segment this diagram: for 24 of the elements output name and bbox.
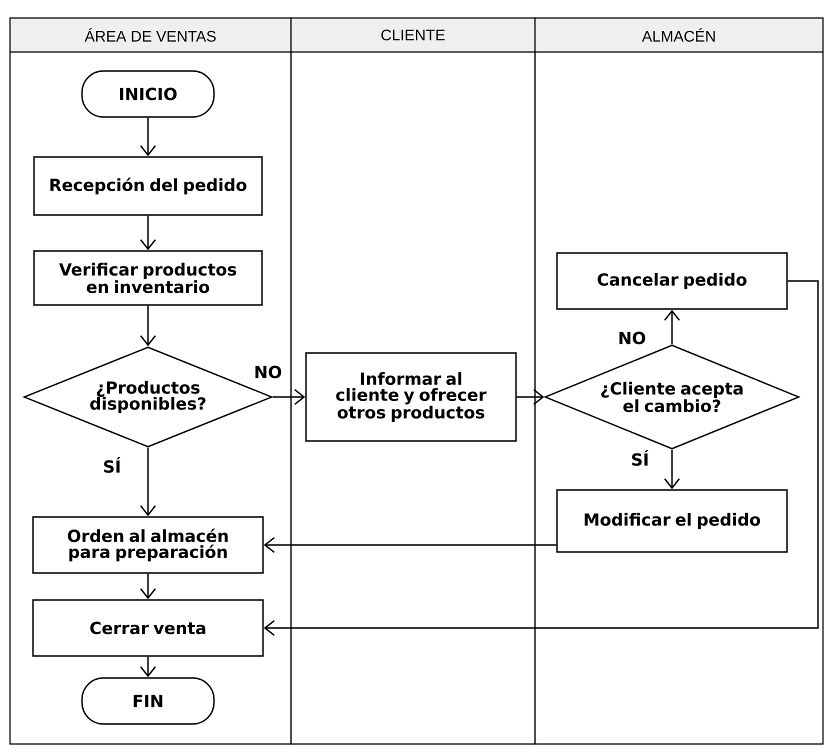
process-box: Modificar el pedido — [556, 489, 788, 553]
arrow — [264, 280, 819, 636]
process-box: Recepción del pedido — [33, 156, 263, 216]
process-box: Cerrar venta — [32, 599, 264, 657]
terminal-box: FIN — [81, 677, 215, 725]
process-box: Informar al cliente y ofrecer otros productos — [305, 352, 517, 442]
arrow — [264, 537, 556, 553]
arrow — [272, 389, 306, 405]
arrow — [140, 306, 156, 346]
terminal-box: INICIO — [81, 70, 215, 118]
edge-label: SÍ — [630, 448, 650, 468]
process-box: Orden al almacén para preparación — [32, 516, 264, 574]
arrow — [140, 656, 156, 678]
process-box: Verificar productos en inventario — [33, 250, 263, 306]
process-box: Cancelar pedido — [556, 252, 788, 310]
edge-label: NO — [616, 330, 648, 346]
arrow — [516, 389, 544, 405]
edge-label: SÍ — [102, 456, 122, 474]
arrow — [140, 574, 156, 600]
arrow — [140, 216, 156, 250]
arrow — [140, 448, 156, 516]
arrow — [664, 310, 680, 344]
arrow — [140, 118, 156, 156]
arrow — [664, 450, 680, 490]
